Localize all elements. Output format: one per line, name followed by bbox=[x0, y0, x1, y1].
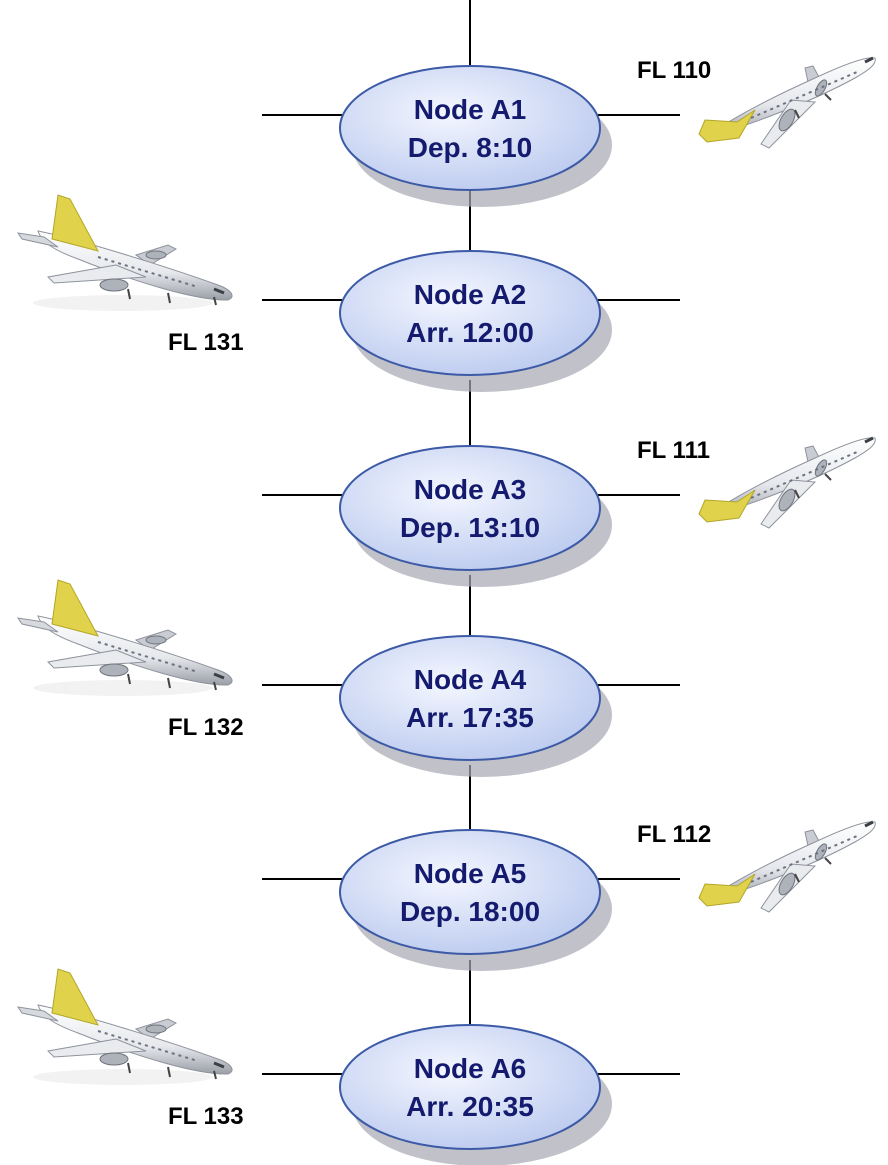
flight-fl-112: FL 112 bbox=[637, 820, 877, 914]
arriving-airplane-icon bbox=[16, 578, 234, 698]
arriving-airplane-icon bbox=[16, 193, 234, 313]
node-a3-time: Dep. 13:10 bbox=[400, 512, 540, 543]
flight-fl-110-label: FL 110 bbox=[637, 57, 711, 84]
node-a6: Node A6 Arr. 20:35 bbox=[262, 1024, 680, 1165]
flight-fl-133: FL 133 bbox=[16, 967, 244, 1130]
flight-fl-110: FL 110 bbox=[637, 56, 877, 150]
node-a2-ellipse bbox=[339, 250, 601, 376]
node-a6-ellipse bbox=[339, 1024, 601, 1150]
flight-fl-111: FL 111 bbox=[637, 436, 877, 530]
flight-fl-112-label: FL 112 bbox=[637, 821, 711, 848]
flight-fl-131-label: FL 131 bbox=[168, 329, 244, 356]
departing-airplane-icon bbox=[697, 820, 877, 914]
flight-fl-133-label: FL 133 bbox=[168, 1103, 244, 1130]
node-a2-name: Node A2 bbox=[414, 279, 527, 310]
node-a4: Node A4 Arr. 17:35 bbox=[262, 635, 680, 777]
node-a3-name: Node A3 bbox=[414, 474, 527, 505]
node-a4-time: Arr. 17:35 bbox=[406, 702, 534, 733]
node-a4-ellipse bbox=[339, 635, 601, 761]
flight-fl-131: FL 131 bbox=[16, 193, 244, 356]
node-a6-time: Arr. 20:35 bbox=[406, 1091, 534, 1122]
flight-fl-111-label: FL 111 bbox=[637, 437, 710, 464]
node-a5-name: Node A5 bbox=[414, 858, 527, 889]
flight-fl-132-label: FL 132 bbox=[168, 714, 244, 741]
node-a1-ellipse bbox=[339, 65, 601, 191]
node-a3: Node A3 Dep. 13:10 bbox=[262, 445, 680, 587]
node-a1-time: Dep. 8:10 bbox=[408, 132, 533, 163]
departing-airplane-icon bbox=[697, 436, 877, 530]
node-a3-ellipse bbox=[339, 445, 601, 571]
node-a1: Node A1 Dep. 8:10 bbox=[262, 65, 680, 207]
departing-airplane-icon bbox=[697, 56, 877, 150]
node-a5-ellipse bbox=[339, 829, 601, 955]
node-a2-time: Arr. 12:00 bbox=[406, 317, 534, 348]
arriving-airplane-icon bbox=[16, 967, 234, 1087]
node-a2: Node A2 Arr. 12:00 bbox=[262, 250, 680, 392]
node-a1-name: Node A1 bbox=[414, 94, 527, 125]
node-a6-name: Node A6 bbox=[414, 1053, 527, 1084]
node-a5: Node A5 Dep. 18:00 bbox=[262, 829, 680, 971]
node-a4-name: Node A4 bbox=[414, 664, 527, 695]
node-a5-time: Dep. 18:00 bbox=[400, 896, 540, 927]
planes-layer: FL 110 FL 131 FL 111 FL 132 FL 112 FL 133 bbox=[16, 56, 877, 1130]
flight-fl-132: FL 132 bbox=[16, 578, 244, 741]
